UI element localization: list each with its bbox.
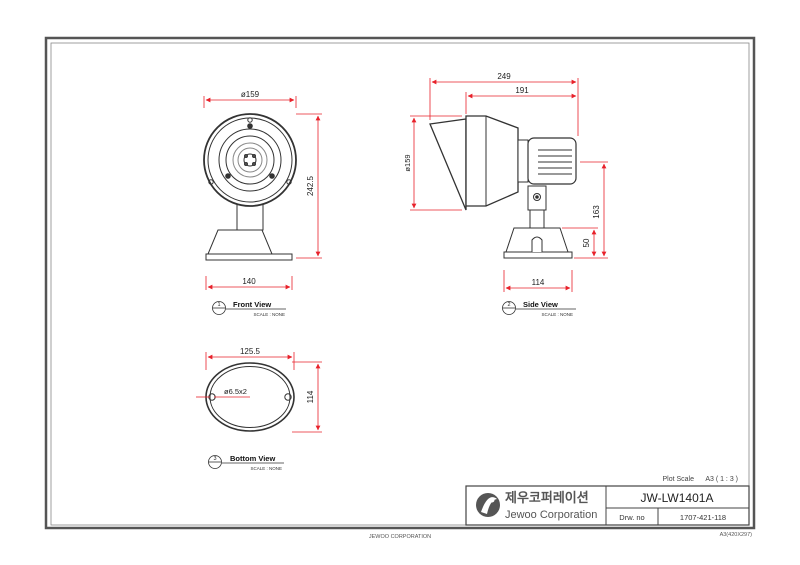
title-block: Plot Scale A3 ( 1 : 3 ) 제우코퍼레이션 Jewoo Co… [465,476,750,526]
company-english: Jewoo Corporation [505,509,597,521]
dim-front-diameter: ø159 [241,90,260,99]
drw-number: 1707-421-118 [680,513,726,522]
front-view-drawing [203,113,297,261]
dim-side-base-height: 50 [582,238,591,247]
dim-side-diameter: ø159 [403,154,412,171]
model-number: JW-LW1401A [641,491,714,505]
view-title: Side View [523,300,558,309]
dim-side-head: 191 [515,86,529,95]
drw-label: Drw. no [619,513,644,522]
dim-front-height: 242.5 [306,175,315,196]
front-view-label: 1 Front View SCALE : NONE [212,300,286,317]
dim-front-base: 140 [242,277,256,286]
plot-scale-label: Plot Scale [662,476,694,483]
view-title: Bottom View [230,454,275,463]
view-number: 2 [507,302,510,308]
view-scale: SCALE : NONE [541,312,573,317]
dim-side-height: 163 [592,205,601,219]
dim-side-base-width: 114 [532,278,545,287]
footer-company: JEWOO CORPORATION [369,534,431,540]
side-view-drawing [429,115,577,259]
view-scale: SCALE : NONE [250,466,282,471]
dim-side-overall: 249 [497,72,511,81]
bottom-view-label: 3 Bottom View SCALE : NONE [208,454,284,471]
outer-frame [44,36,756,530]
jewoo-logo-icon [476,493,500,517]
view-scale: SCALE : NONE [253,312,285,317]
view-number: 1 [217,302,220,308]
side-dimensions [410,78,608,292]
company-korean: 제우코퍼레이션 [505,490,589,505]
side-view-label: 2 Side View SCALE : NONE [502,300,576,317]
dim-bottom-width: 125.5 [240,347,261,356]
dim-bottom-height: 114 [306,390,315,403]
inner-frame [50,42,750,526]
front-dimensions [203,96,322,290]
footer-paper-size: A3(420X297) [720,532,753,538]
view-title: Front View [233,300,271,309]
dim-bottom-holes: ø6.5x2 [224,387,247,396]
plot-scale-value: A3 ( 1 : 3 ) [705,476,738,483]
view-number: 3 [213,456,216,462]
bottom-dimensions [196,352,322,433]
